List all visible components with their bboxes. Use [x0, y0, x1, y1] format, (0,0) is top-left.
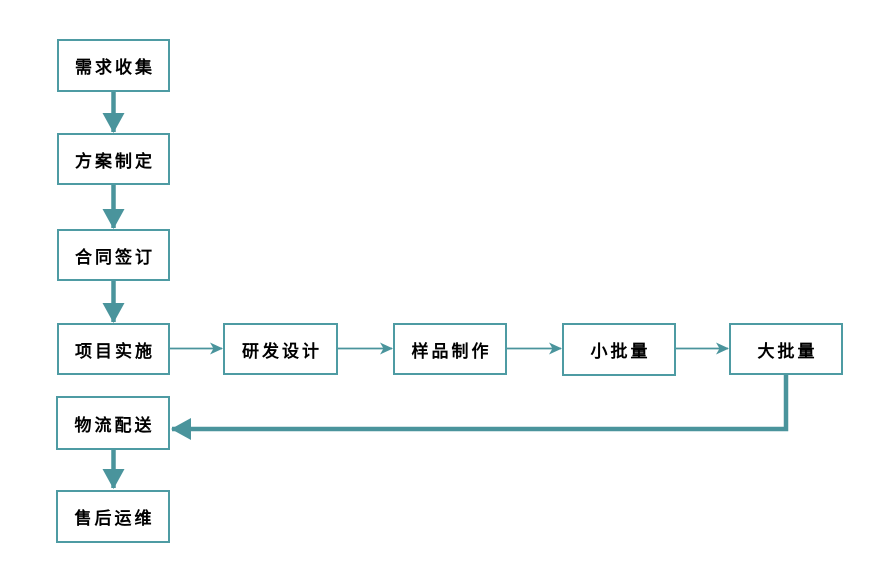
flow-node-label-plan: 方案制定 [75, 151, 155, 172]
flow-node-label-small-batch: 小批量 [590, 342, 651, 362]
flow-node-label-rd-design: 研发设计 [242, 341, 322, 362]
flow-node-rd-design: 研发设计 [223, 323, 338, 375]
flow-node-large-batch: 大批量 [729, 323, 843, 375]
flow-node-label-implementation: 项目实施 [75, 341, 155, 362]
flow-arrow-large-batch-to-logistics [171, 375, 789, 440]
flow-node-implementation: 项目实施 [57, 323, 170, 375]
flow-node-label-large-batch: 大批量 [757, 341, 818, 362]
flow-node-label-after-sales: 售后运维 [74, 509, 155, 529]
flow-node-contract: 合同签订 [57, 229, 170, 281]
flow-node-sample-making: 样品制作 [393, 323, 507, 375]
flow-node-small-batch: 小批量 [562, 323, 676, 376]
flow-node-plan: 方案制定 [57, 133, 170, 185]
flow-node-label-contract: 合同签订 [75, 247, 155, 268]
flow-node-after-sales: 售后运维 [56, 490, 170, 543]
flow-node-label-logistics: 物流配送 [74, 415, 155, 436]
flow-node-label-requirements: 需求收集 [75, 58, 155, 78]
flow-node-logistics: 物流配送 [56, 396, 170, 450]
flow-node-label-sample-making: 样品制作 [411, 341, 492, 362]
flow-node-requirements: 需求收集 [57, 39, 170, 92]
